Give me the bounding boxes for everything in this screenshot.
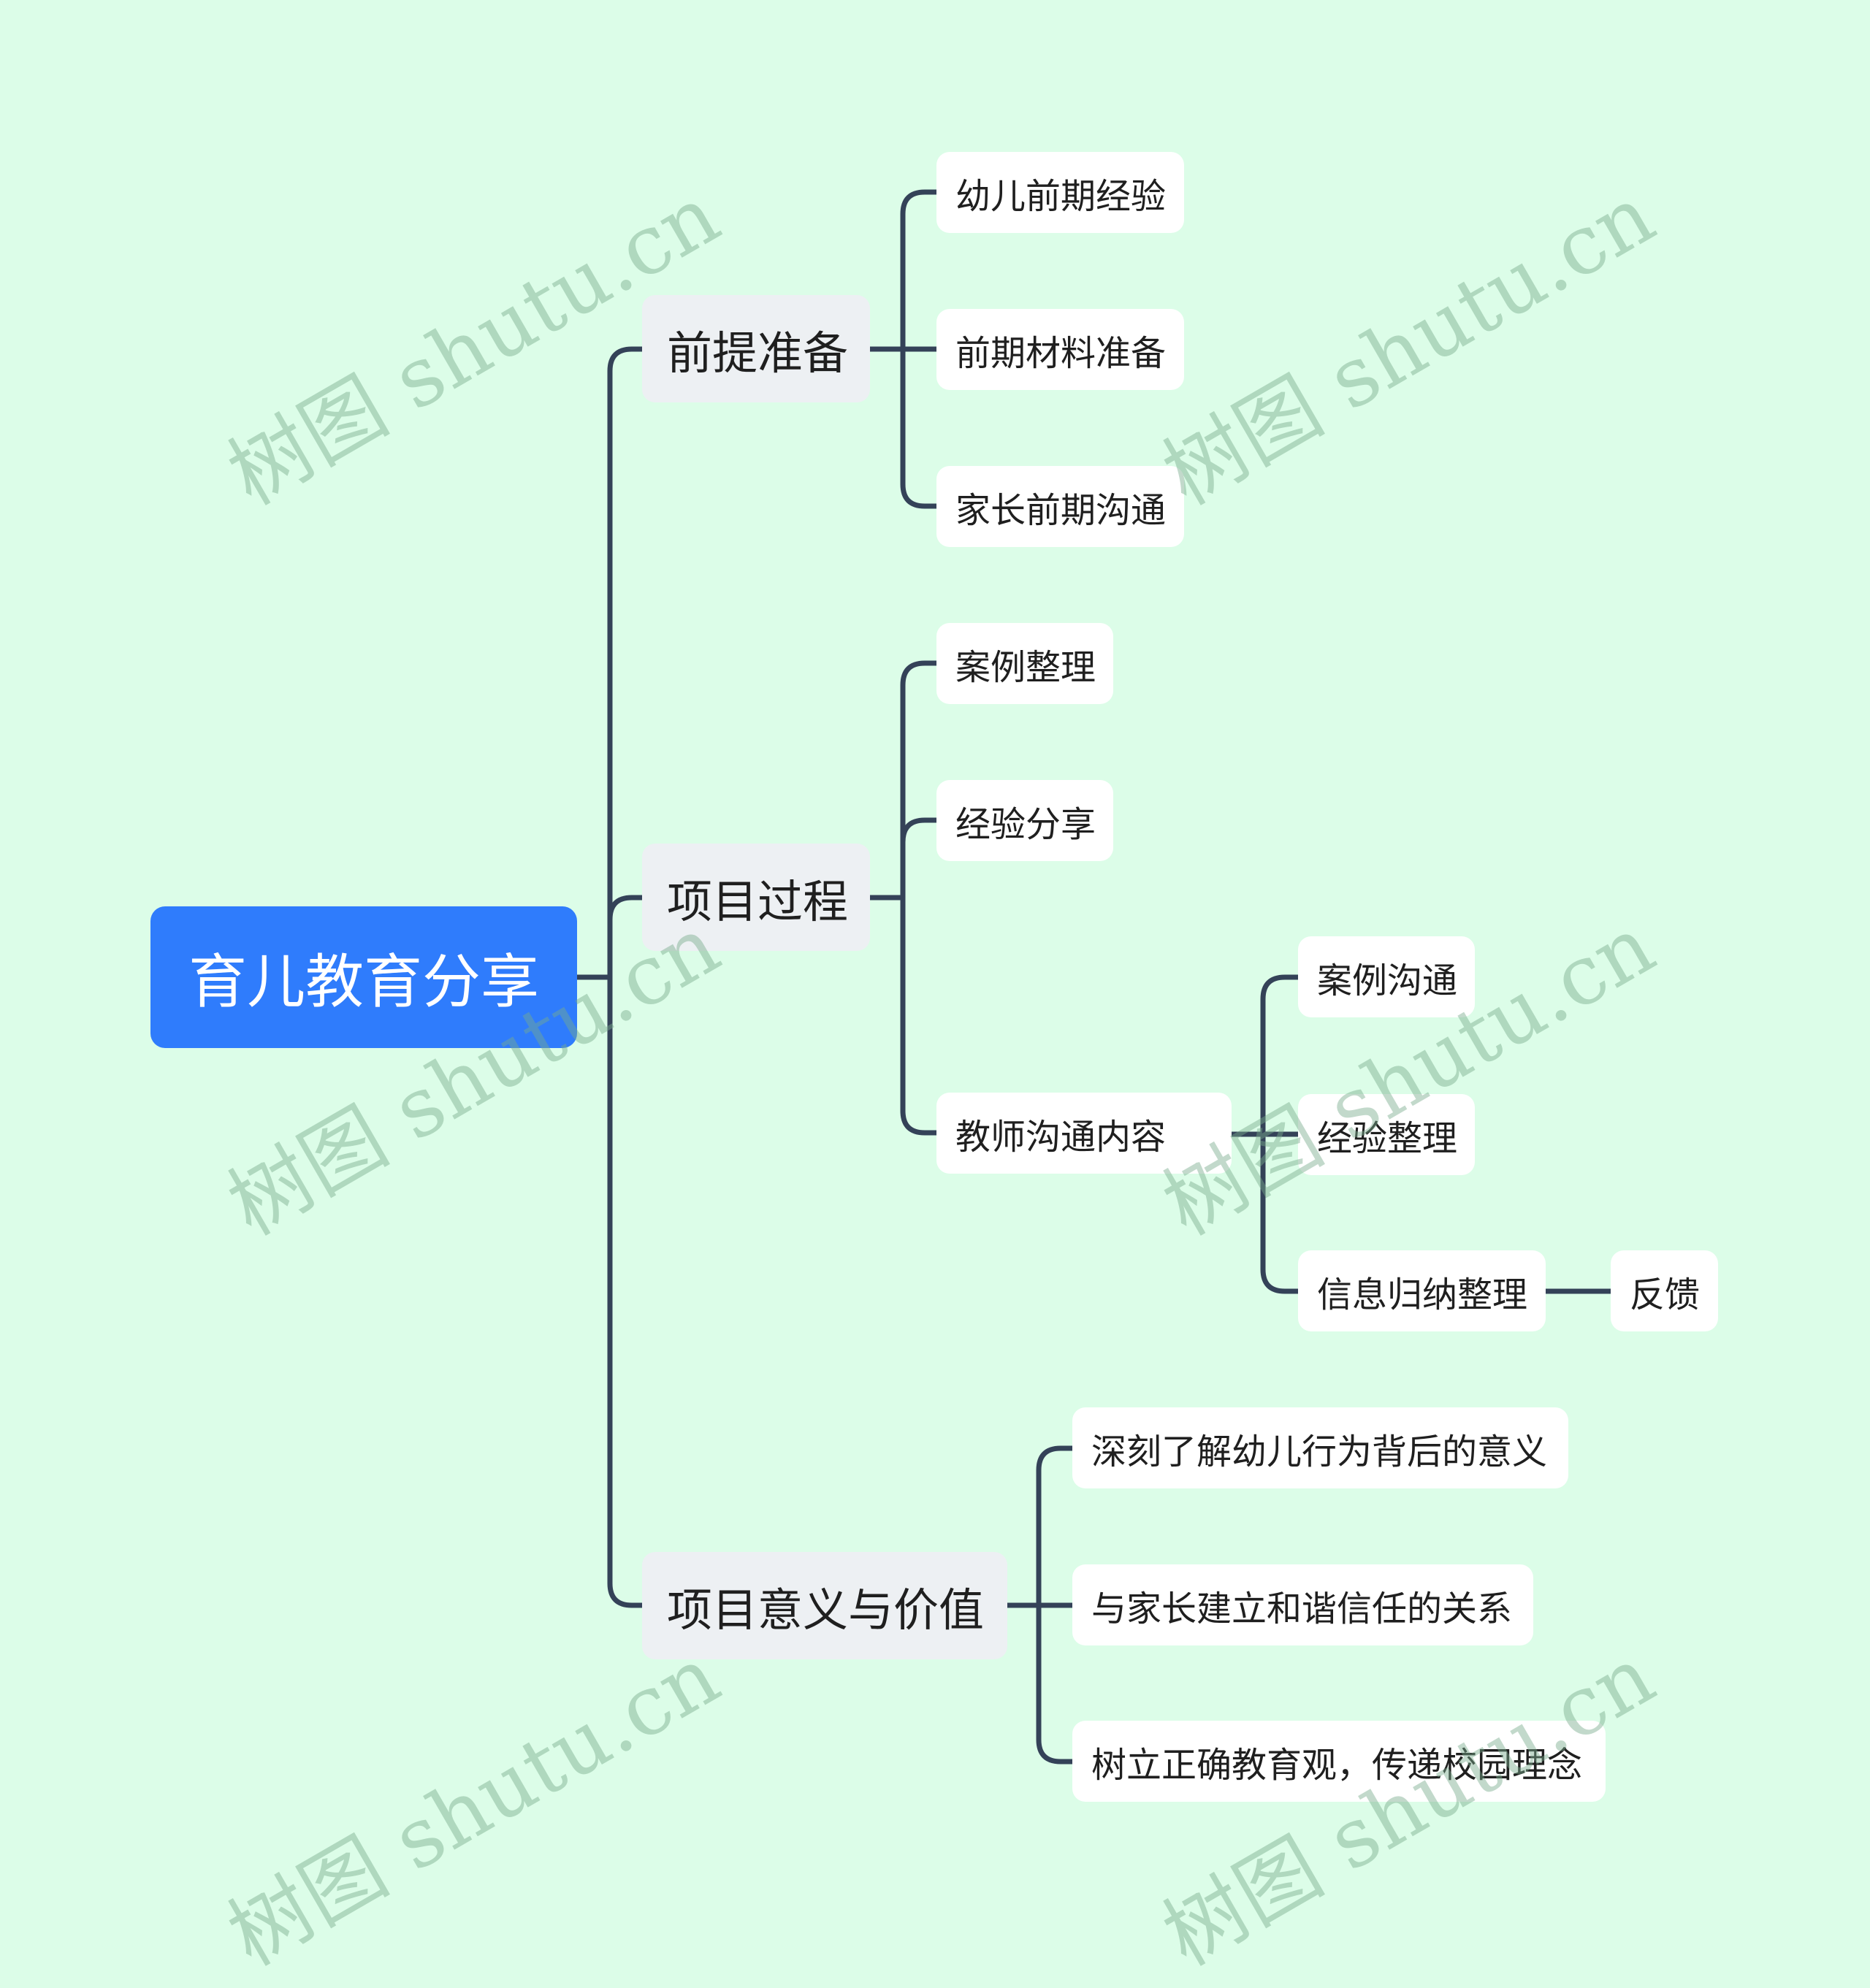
- connector-branch-2: [607, 895, 645, 980]
- leaf-label: 深刻了解幼儿行为背后的意义: [1091, 1431, 1548, 1472]
- leaf-label: 经验整理: [1317, 1117, 1458, 1159]
- leaf-label: 经验分享: [955, 803, 1096, 845]
- leaf-label: 教师沟通内容: [955, 1116, 1167, 1158]
- leaf-label: 树立正确教育观，传递校园理念: [1091, 1744, 1583, 1786]
- connector-branch-1: [607, 346, 645, 980]
- leaf-node[interactable]: 家长前期沟通: [936, 466, 1184, 547]
- leaf-node[interactable]: 案例沟通: [1298, 936, 1475, 1017]
- leaf-label: 家长前期沟通: [955, 489, 1167, 531]
- leaf-node[interactable]: 与家长建立和谐信任的关系: [1072, 1564, 1533, 1645]
- branch-label: 前提准备: [667, 326, 849, 380]
- leaf-node[interactable]: 前期材料准备: [936, 309, 1184, 390]
- connector-branch-3: [607, 974, 645, 1608]
- branch-node-prerequisites[interactable]: 前提准备: [642, 295, 870, 402]
- leaf-node[interactable]: 深刻了解幼儿行为背后的意义: [1072, 1407, 1568, 1488]
- leaf-label: 案例整理: [955, 646, 1096, 688]
- root-node[interactable]: 育儿教育分享: [150, 906, 577, 1048]
- branch-node-process[interactable]: 项目过程: [642, 844, 870, 951]
- root-label: 育儿教育分享: [188, 948, 539, 1016]
- branch-label: 项目意义与价值: [667, 1583, 985, 1637]
- leaf-node[interactable]: 经验整理: [1298, 1094, 1475, 1175]
- leaf-node[interactable]: 树立正确教育观，传递校园理念: [1072, 1721, 1606, 1802]
- leaf-label: 幼儿前期经验: [955, 175, 1167, 217]
- leaf-node[interactable]: 经验分享: [936, 780, 1113, 861]
- leaf-label: 案例沟通: [1317, 960, 1458, 1001]
- leaf-node[interactable]: 幼儿前期经验: [936, 152, 1184, 233]
- leaf-label: 与家长建立和谐信任的关系: [1091, 1588, 1513, 1629]
- leaf-label: 前期材料准备: [955, 332, 1167, 374]
- branch-node-significance[interactable]: 项目意义与价值: [642, 1552, 1007, 1659]
- leaf-label: 反馈: [1630, 1274, 1701, 1315]
- subtopic-node-info-summary[interactable]: 信息归纳整理: [1298, 1250, 1546, 1331]
- branch-label: 项目过程: [667, 874, 849, 928]
- leaf-label: 信息归纳整理: [1317, 1274, 1528, 1315]
- leaf-node[interactable]: 案例整理: [936, 623, 1113, 704]
- subtopic-node-teacher-communication[interactable]: 教师沟通内容: [936, 1093, 1232, 1174]
- leaf-node-feedback[interactable]: 反馈: [1611, 1250, 1718, 1331]
